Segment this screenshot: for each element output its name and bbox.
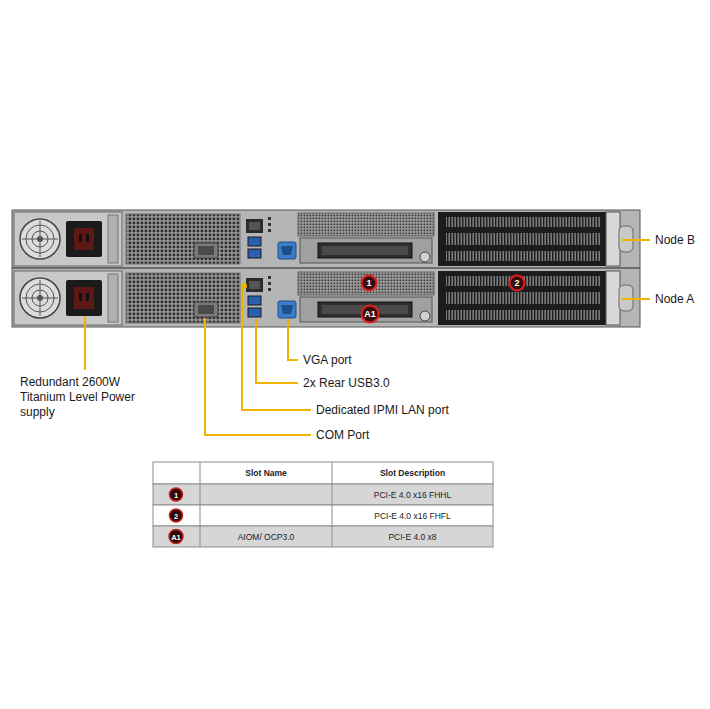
- callout-number: A1: [171, 532, 181, 541]
- callout-number: 1: [366, 278, 371, 288]
- table-cell: PCI-E 4.0 x16 FHHL: [374, 490, 451, 500]
- node-label: Node A: [655, 292, 694, 306]
- port-label: Dedicated IPMI LAN port: [316, 403, 449, 417]
- port-label: 2x Rear USB3.0: [303, 376, 390, 390]
- callout-number: 1: [174, 490, 178, 499]
- node-label: Node B: [655, 233, 695, 247]
- table-cell: PCI-E 4.0 x16 FHFL: [374, 511, 451, 521]
- callout-number: 2: [514, 278, 519, 288]
- table-header: Slot Name: [245, 468, 287, 478]
- table-cell: AIOM/ OCP3.0: [238, 532, 295, 542]
- table-header: Slot Description: [380, 468, 445, 478]
- port-label: COM Port: [316, 428, 369, 442]
- callout-number: 2: [174, 511, 178, 520]
- table-cell: PCI-E 4.0 x8: [388, 532, 436, 542]
- port-label: VGA port: [303, 353, 352, 367]
- callout-number: A1: [364, 309, 376, 319]
- power-supply-label: Redundant 2600W Titanium Level Power sup…: [20, 375, 148, 420]
